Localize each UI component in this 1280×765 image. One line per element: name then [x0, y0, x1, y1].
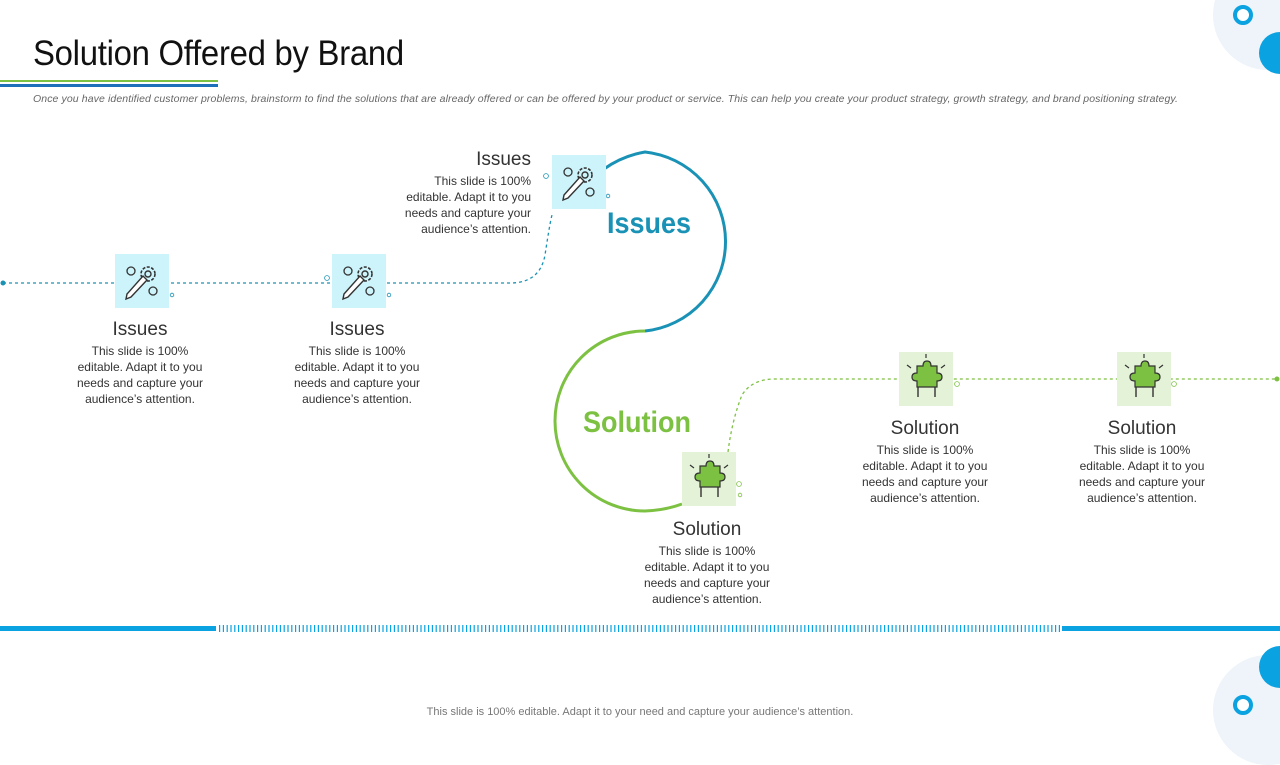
issue-step-1: Issues This slide is 100% editable. Adap… [60, 319, 220, 407]
solution-heading: Solution [583, 406, 691, 439]
solution-icon-box-1 [682, 452, 736, 506]
issue-icon-box-3 [552, 155, 606, 209]
solution-title: Solution [672, 519, 742, 540]
solution-title: Solution [1107, 418, 1177, 439]
issue-step-3: Issues This slide is 100% editable. Adap… [370, 149, 531, 237]
corner-ring-icon-top [1233, 5, 1253, 25]
solution-desc: This slide is 100% editable. Adapt it to… [1078, 443, 1206, 505]
solution-step-3: Solution This slide is 100% editable. Ad… [1062, 418, 1222, 506]
solution-step-1: Solution This slide is 100% editable. Ad… [627, 519, 787, 607]
puzzle-hand-icon [682, 452, 736, 506]
solution-end-dot [1274, 376, 1280, 382]
corner-ring-icon-bottom [1233, 695, 1253, 715]
gear-pencil-icon [332, 254, 386, 308]
gear-pencil-icon [552, 155, 606, 209]
solution-desc: This slide is 100% editable. Adapt it to… [861, 443, 989, 505]
issue-step-2: Issues This slide is 100% editable. Adap… [277, 319, 437, 407]
issue-desc: This slide is 100% editable. Adapt it to… [404, 174, 531, 236]
issue-icon-box-1 [115, 254, 169, 308]
flow-graphic [0, 150, 1280, 632]
issue-desc: This slide is 100% editable. Adapt it to… [293, 344, 421, 406]
solution-icon-box-2 [899, 352, 953, 406]
puzzle-hand-icon [1117, 352, 1171, 406]
corner-dot-bottom [1259, 646, 1280, 688]
solution-desc: This slide is 100% editable. Adapt it to… [643, 544, 771, 606]
corner-dot-top [1259, 32, 1280, 74]
gear-pencil-icon [115, 254, 169, 308]
solution-connector [727, 378, 1278, 453]
puzzle-hand-icon [899, 352, 953, 406]
solution-arc [553, 329, 683, 513]
bottom-bar-right [1062, 626, 1280, 631]
solution-title: Solution [890, 418, 960, 439]
title-underline-blue [0, 84, 218, 87]
footer-note: This slide is 100% editable. Adapt it to… [426, 706, 854, 718]
solution-step-2: Solution This slide is 100% editable. Ad… [845, 418, 1005, 506]
page-subtitle: Once you have identified customer proble… [33, 93, 1178, 105]
bottom-bar-left [0, 626, 216, 631]
issue-icon-box-2 [332, 254, 386, 308]
title-underline-green [0, 80, 218, 82]
issue-title: Issues [476, 149, 531, 170]
issue-title: Issues [112, 319, 168, 340]
page-title: Solution Offered by Brand [33, 34, 404, 73]
issue-desc: This slide is 100% editable. Adapt it to… [76, 344, 204, 406]
issues-arc [603, 150, 728, 333]
solution-icon-box-3 [1117, 352, 1171, 406]
issues-heading: Issues [607, 207, 692, 240]
issues-connector [3, 214, 553, 284]
issue-title: Issues [329, 319, 385, 340]
issues-start-dot [0, 280, 6, 286]
